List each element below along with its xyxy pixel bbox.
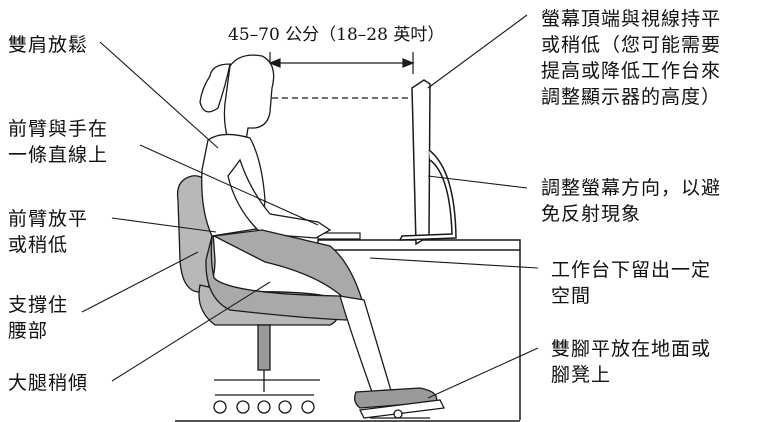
leader-thighs (111, 281, 271, 382)
label-lumbar-1: 支撐住 (8, 294, 69, 316)
label-clearance-1: 工作台下留出一定 (551, 259, 712, 281)
label-lumbar-2: 腰部 (8, 320, 49, 342)
distance-label: 45–70 公分（18–28 英吋） (228, 25, 445, 45)
leader-clearance (369, 257, 539, 269)
leader-lumbar (81, 251, 199, 313)
leader-forearm-line (139, 144, 319, 226)
label-thighs: 大腿稍傾 (8, 370, 88, 396)
label-feet: 雙腳平放在地面或 腳凳上 (551, 336, 711, 388)
distance-measure-arrow (268, 52, 415, 74)
label-forearm-line: 前臂與手在 一條直線上 (8, 116, 108, 168)
label-feet-1: 雙腳平放在地面或 (551, 338, 712, 360)
leader-screen-top (427, 14, 528, 89)
label-screen-angle: 調整螢幕方向，以避 免反射現象 (541, 175, 721, 227)
leader-lines (81, 14, 539, 399)
label-shoulders: 雙肩放鬆 (8, 32, 88, 58)
label-clearance-2: 空間 (551, 285, 592, 307)
footrest (359, 399, 445, 419)
label-forearm-level-2: 或稍低 (8, 234, 69, 256)
label-clearance: 工作台下留出一定 空間 (551, 257, 711, 309)
leader-shoulders (99, 41, 219, 149)
label-screen-top-2: 或稍低（您可能需要 (541, 34, 722, 56)
label-screen-top-4: 調整顯示器的高度） (541, 86, 722, 108)
person (199, 54, 438, 409)
label-forearm-level: 前臂放平 或稍低 (8, 206, 88, 258)
label-feet-2: 腳凳上 (551, 364, 612, 386)
label-screen-angle-2: 免反射現象 (541, 203, 642, 225)
label-screen-top-3: 提高或降低工作台來 (541, 60, 722, 82)
label-screen-top: 螢幕頂端與視線持平 或稍低（您可能需要 提高或降低工作台來 調整顯示器的高度） (541, 6, 721, 110)
label-forearm-line-1: 前臂與手在 (8, 118, 109, 140)
label-screen-top-1: 螢幕頂端與視線持平 (541, 8, 722, 30)
label-screen-angle-1: 調整螢幕方向，以避 (541, 177, 722, 199)
label-forearm-level-1: 前臂放平 (8, 208, 89, 230)
leader-feet (427, 347, 539, 399)
label-lumbar: 支撐住 腰部 (8, 292, 68, 344)
label-shoulders-line-1: 雙肩放鬆 (8, 34, 89, 56)
label-thighs-1: 大腿稍傾 (8, 372, 89, 394)
label-forearm-line-2: 一條直線上 (8, 144, 109, 166)
leader-forearm-level (111, 217, 217, 233)
leader-screen-angle (427, 175, 528, 189)
monitor (398, 79, 457, 246)
